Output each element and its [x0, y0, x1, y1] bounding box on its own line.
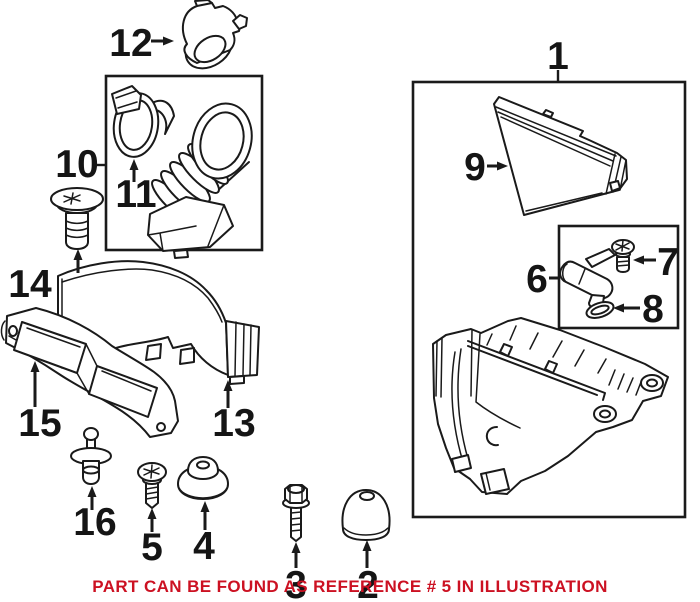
air-filter-element-drawing: [493, 96, 628, 216]
hose-clamp-drawing: [111, 85, 175, 158]
leader-arrow-14: [73, 249, 83, 273]
flange-bolt-drawing: [282, 484, 310, 542]
leader-arrow-9: [487, 161, 508, 171]
part-label-13: 13: [212, 402, 255, 445]
intake-scoop-drawing: [0, 307, 179, 438]
rubber-buffer-drawing: [177, 456, 229, 500]
part-label-10: 10: [55, 143, 98, 186]
rubber-cap-drawing: [341, 489, 391, 541]
torx-screw-drawing: [50, 187, 104, 250]
part-label-12: 12: [109, 22, 152, 65]
part-label-16: 16: [73, 501, 116, 544]
part-label-6: 6: [526, 258, 548, 301]
part-label-4: 4: [193, 525, 215, 568]
leader-arrow-11: [129, 159, 139, 182]
expansion-rivet-drawing: [70, 427, 112, 485]
part-label-2: 2: [357, 564, 379, 602]
leader-arrow-2: [362, 540, 372, 568]
part-label-3: 3: [285, 564, 307, 602]
leader-arrow-5: [147, 508, 157, 532]
leader-arrow-12: [151, 36, 174, 46]
leader-arrow-16: [87, 486, 97, 510]
part-label-8: 8: [642, 288, 664, 331]
part-label-9: 9: [464, 146, 486, 189]
part-label-15: 15: [18, 402, 61, 445]
part-label-7: 7: [657, 241, 679, 284]
leader-arrow-7: [633, 255, 656, 265]
maf-sensor-drawing: [559, 248, 616, 309]
intake-boot-drawing: [181, 0, 248, 70]
screw-drawing-5: [137, 462, 167, 509]
leader-arrow-15: [30, 361, 40, 407]
part-label-14: 14: [8, 263, 52, 306]
leader-arrow-3: [291, 542, 301, 568]
reference-note-text: PART CAN BE FOUND AS REFERENCE # 5 IN IL…: [92, 577, 608, 596]
leader-arrow-13: [223, 380, 233, 408]
part-label-5: 5: [141, 526, 163, 569]
leader-arrow-8: [613, 303, 640, 313]
leader-arrow-4: [200, 501, 210, 530]
part-label-11: 11: [115, 173, 156, 216]
part-label-1: 1: [547, 35, 569, 78]
screw-drawing-7: [611, 239, 635, 273]
o-ring-drawing: [585, 301, 615, 319]
air-filter-housing-box: [411, 80, 687, 519]
corrugated-intake-hose-drawing: [147, 102, 253, 259]
lower-housing-drawing: [432, 317, 669, 495]
